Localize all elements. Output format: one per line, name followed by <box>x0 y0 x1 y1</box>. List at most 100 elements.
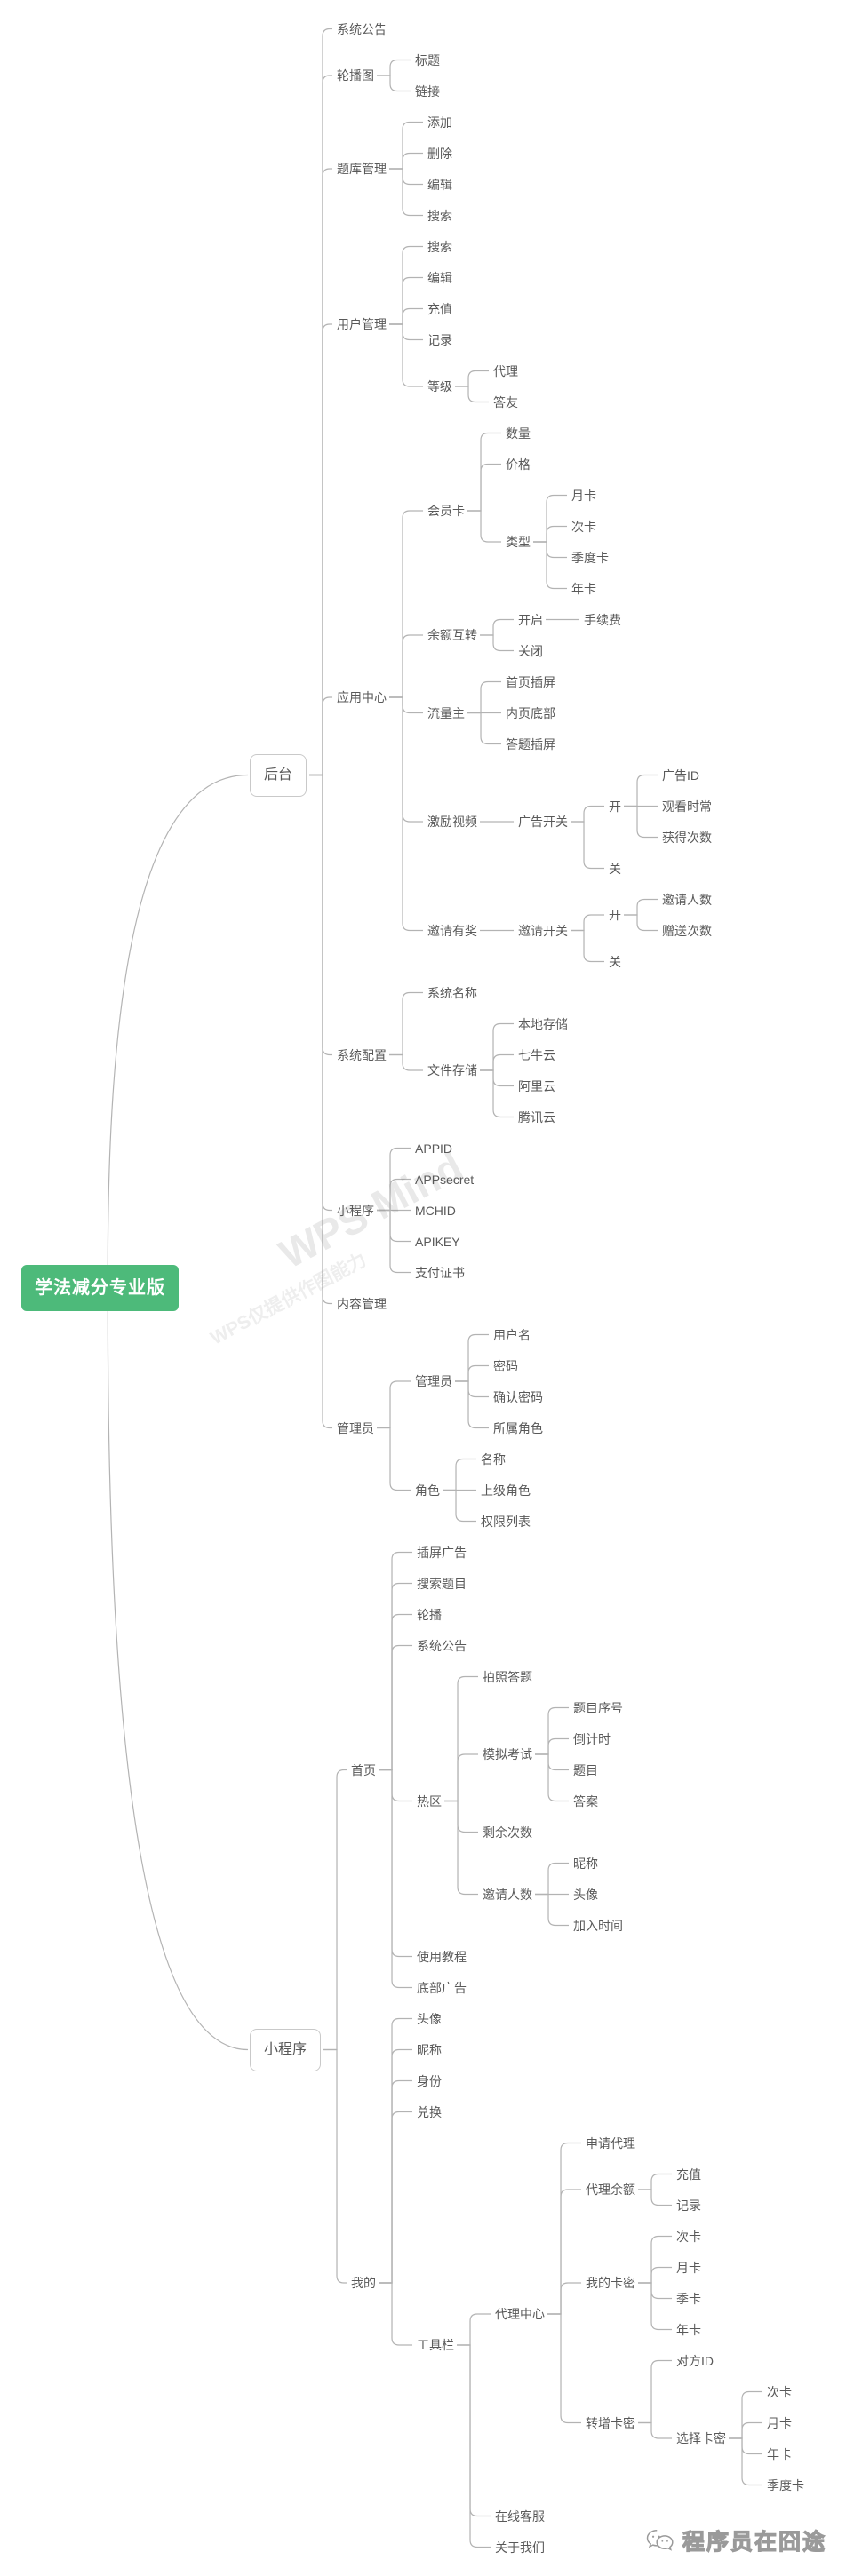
mindmap-node[interactable]: 搜索 <box>427 239 453 254</box>
mindmap-node[interactable]: 加入时间 <box>573 1918 624 1933</box>
mindmap-node[interactable]: APIKEY <box>415 1234 460 1249</box>
mindmap-node[interactable]: 编辑 <box>427 270 453 285</box>
mindmap-node[interactable]: 年卡 <box>767 2446 793 2461</box>
branch-node[interactable]: 小程序 <box>250 2028 322 2071</box>
mindmap-node[interactable]: 内页底部 <box>506 705 556 720</box>
mindmap-node[interactable]: 题库管理 <box>337 162 387 176</box>
root-node[interactable]: 学法减分专业版 <box>21 1265 179 1311</box>
mindmap-node[interactable]: APPsecret <box>415 1172 475 1187</box>
mindmap-node[interactable]: 编辑 <box>427 177 453 192</box>
mindmap-node[interactable]: 管理员 <box>415 1374 453 1388</box>
mindmap-node[interactable]: 次卡 <box>767 2384 793 2399</box>
mindmap-node[interactable]: 底部广告 <box>417 1980 467 1995</box>
mindmap-node[interactable]: 开 <box>609 799 622 814</box>
mindmap-node[interactable]: 轮播图 <box>337 68 375 83</box>
mindmap-node[interactable]: 会员卡 <box>427 504 466 518</box>
mindmap-node[interactable]: 我的 <box>351 2276 377 2290</box>
mindmap-node[interactable]: 七牛云 <box>518 1047 556 1062</box>
mindmap-node[interactable]: 广告开关 <box>518 815 569 829</box>
mindmap-node[interactable]: 应用中心 <box>337 690 387 704</box>
mindmap-node[interactable]: 在线客服 <box>495 2508 546 2524</box>
mindmap-node[interactable]: 代理余额 <box>586 2182 636 2197</box>
mindmap-node[interactable]: 确认密码 <box>493 1389 544 1404</box>
mindmap-node[interactable]: 开 <box>609 908 622 922</box>
mindmap-node[interactable]: 关于我们 <box>495 2540 546 2555</box>
mindmap-node[interactable]: 答案 <box>573 1793 599 1809</box>
mindmap-node[interactable]: 删除 <box>427 146 453 161</box>
mindmap-node[interactable]: 文件存储 <box>427 1063 478 1077</box>
branch-node[interactable]: 后台 <box>250 753 307 797</box>
mindmap-node[interactable]: 转增卡密 <box>586 2415 636 2430</box>
mindmap-node[interactable]: 申请代理 <box>586 2135 636 2151</box>
mindmap-node[interactable]: 腾讯云 <box>518 1109 556 1125</box>
mindmap-node[interactable]: 身份 <box>417 2073 443 2088</box>
mindmap-node[interactable]: 链接 <box>415 83 441 99</box>
mindmap-node[interactable]: 插屏广告 <box>417 1545 467 1560</box>
mindmap-node[interactable]: 流量主 <box>427 705 466 720</box>
mindmap-node[interactable]: 手续费 <box>584 612 622 627</box>
mindmap-node[interactable]: 年卡 <box>571 581 597 596</box>
mindmap-node[interactable]: 关闭 <box>518 643 544 658</box>
mindmap-node[interactable]: 关 <box>609 954 622 969</box>
mindmap-node[interactable]: 年卡 <box>676 2322 702 2337</box>
mindmap-node[interactable]: 我的卡密 <box>586 2276 636 2290</box>
mindmap-node[interactable]: 剩余次数 <box>483 1825 533 1840</box>
mindmap-node[interactable]: APPID <box>415 1141 453 1156</box>
mindmap-node[interactable]: 数量 <box>506 425 531 441</box>
mindmap-node[interactable]: 邀请有奖 <box>427 923 478 938</box>
mindmap-node[interactable]: 添加 <box>427 115 453 130</box>
mindmap-node[interactable]: 阿里云 <box>518 1078 556 1093</box>
mindmap-node[interactable]: 首页 <box>351 1762 377 1777</box>
mindmap-node[interactable]: 月卡 <box>676 2260 702 2275</box>
mindmap-node[interactable]: 答题插屏 <box>506 736 556 751</box>
mindmap-node[interactable]: 代理 <box>493 363 519 378</box>
mindmap-node[interactable]: MCHID <box>415 1203 456 1218</box>
mindmap-node[interactable]: 昵称 <box>417 2042 443 2057</box>
mindmap-node[interactable]: 首页插屏 <box>506 674 556 689</box>
mindmap-node[interactable]: 模拟考试 <box>483 1747 533 1761</box>
mindmap-node[interactable]: 拍照答题 <box>483 1669 533 1684</box>
mindmap-node[interactable]: 选择卡密 <box>676 2431 727 2445</box>
mindmap-node[interactable]: 价格 <box>506 457 531 472</box>
mindmap-node[interactable]: 等级 <box>427 379 453 394</box>
mindmap-node[interactable]: 赠送次数 <box>662 923 713 938</box>
mindmap-node[interactable]: 系统名称 <box>427 985 478 1000</box>
mindmap-node[interactable]: 余额互转 <box>427 628 478 642</box>
mindmap-node[interactable]: 所属角色 <box>493 1420 544 1435</box>
mindmap-node[interactable]: 月卡 <box>571 488 597 503</box>
mindmap-node[interactable]: 支付证书 <box>415 1265 466 1280</box>
mindmap-node[interactable]: 系统配置 <box>337 1047 387 1062</box>
mindmap-node[interactable]: 权限列表 <box>481 1514 531 1529</box>
mindmap-node[interactable]: 内容管理 <box>337 1296 387 1311</box>
mindmap-node[interactable]: 邀请开关 <box>518 923 569 938</box>
mindmap-node[interactable]: 题目 <box>573 1762 599 1777</box>
mindmap-node[interactable]: 小程序 <box>337 1203 375 1218</box>
mindmap-node[interactable]: 兑换 <box>417 2104 443 2119</box>
mindmap-node[interactable]: 角色 <box>415 1483 441 1498</box>
mindmap-node[interactable]: 邀请人数 <box>662 892 713 907</box>
mindmap-node[interactable]: 激励视频 <box>427 815 478 829</box>
mindmap-node[interactable]: 管理员 <box>337 1420 375 1435</box>
mindmap-node[interactable]: 系统公告 <box>417 1638 467 1653</box>
mindmap-node[interactable]: 用户名 <box>493 1327 531 1342</box>
mindmap-node[interactable]: 月卡 <box>767 2415 793 2430</box>
mindmap-node[interactable]: 密码 <box>493 1358 519 1373</box>
mindmap-node[interactable]: 题目序号 <box>573 1700 624 1715</box>
mindmap-node[interactable]: 用户管理 <box>337 317 387 331</box>
mindmap-node[interactable]: 季卡 <box>676 2291 702 2306</box>
mindmap-node[interactable]: 邀请人数 <box>483 1887 533 1902</box>
mindmap-node[interactable]: 昵称 <box>573 1856 599 1871</box>
mindmap-node[interactable]: 系统公告 <box>337 21 387 36</box>
mindmap-node[interactable]: 充值 <box>676 2167 702 2182</box>
mindmap-node[interactable]: 记录 <box>427 332 453 347</box>
mindmap-node[interactable]: 使用教程 <box>417 1949 467 1964</box>
mindmap-node[interactable]: 季度卡 <box>571 550 610 565</box>
mindmap-node[interactable]: 广告ID <box>662 767 700 783</box>
mindmap-node[interactable]: 记录 <box>676 2198 702 2213</box>
mindmap-node[interactable]: 头像 <box>573 1887 599 1902</box>
mindmap-node[interactable]: 搜索 <box>427 208 453 223</box>
mindmap-node[interactable]: 代理中心 <box>495 2307 546 2321</box>
mindmap-node[interactable]: 上级角色 <box>481 1483 531 1498</box>
mindmap-node[interactable]: 标题 <box>415 52 441 68</box>
mindmap-node[interactable]: 热区 <box>417 1793 443 1809</box>
